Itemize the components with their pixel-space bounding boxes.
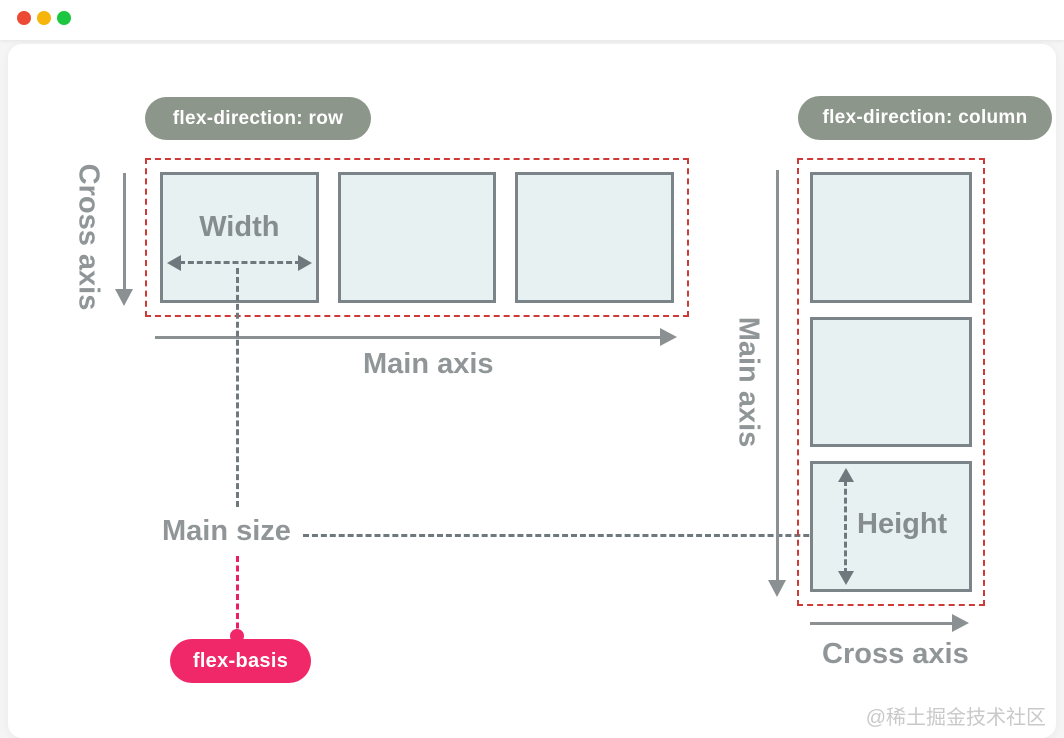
flex-container-row: Width (145, 158, 689, 317)
flex-item-box: Width (160, 172, 319, 303)
height-arrowhead-bottom-icon (838, 571, 854, 586)
watermark: @稀土掘金技术社区 (865, 707, 1046, 729)
height-arrowhead-top-icon (838, 468, 854, 483)
main-axis-column-arrowhead-icon (768, 580, 786, 597)
width-arrowhead-left-icon (167, 255, 181, 271)
flex-container-column: Height (797, 158, 985, 606)
main-axis-row-arrowhead-icon (660, 328, 677, 346)
height-label: Height (857, 508, 948, 541)
cross-axis-arrowhead-icon (115, 289, 133, 306)
main-size-connector-dashed-line (236, 268, 239, 507)
cross-axis-column-arrowhead-icon (952, 614, 969, 632)
height-arrow-line (844, 480, 847, 575)
flex-item-box: Height (810, 461, 972, 593)
cross-axis-label-column: Cross axis (822, 638, 969, 670)
flex-direction-column-badge: flex-direction: column (798, 96, 1052, 140)
width-label: Width (199, 211, 280, 243)
cross-axis-arrow-line (123, 173, 126, 291)
minimize-button[interactable] (37, 11, 51, 25)
flex-direction-row-badge: flex-direction: row (145, 97, 371, 140)
main-size-label: Main size (162, 515, 291, 547)
traffic-lights (17, 11, 71, 25)
flex-item-box (810, 172, 972, 303)
close-button[interactable] (17, 11, 31, 25)
main-size-to-height-dashed-line (303, 534, 845, 537)
flex-item-box (337, 172, 497, 303)
cross-axis-column-arrow-line (810, 622, 953, 625)
window-titlebar (0, 0, 1064, 40)
main-axis-label-column: Main axis (732, 316, 765, 448)
main-axis-column-arrow-line (776, 170, 779, 582)
main-axis-row-arrow-line (155, 336, 661, 339)
width-arrowhead-right-icon (297, 255, 312, 271)
cross-axis-label-row: Cross axis (72, 163, 105, 311)
maximize-button[interactable] (57, 11, 71, 25)
flex-basis-connector-dashed-line (236, 556, 239, 638)
flex-item-box (810, 316, 972, 448)
flex-item-box (515, 172, 675, 303)
main-axis-label-row: Main axis (363, 348, 494, 380)
flex-basis-badge: flex-basis (170, 639, 311, 683)
width-arrow-line (179, 261, 301, 264)
